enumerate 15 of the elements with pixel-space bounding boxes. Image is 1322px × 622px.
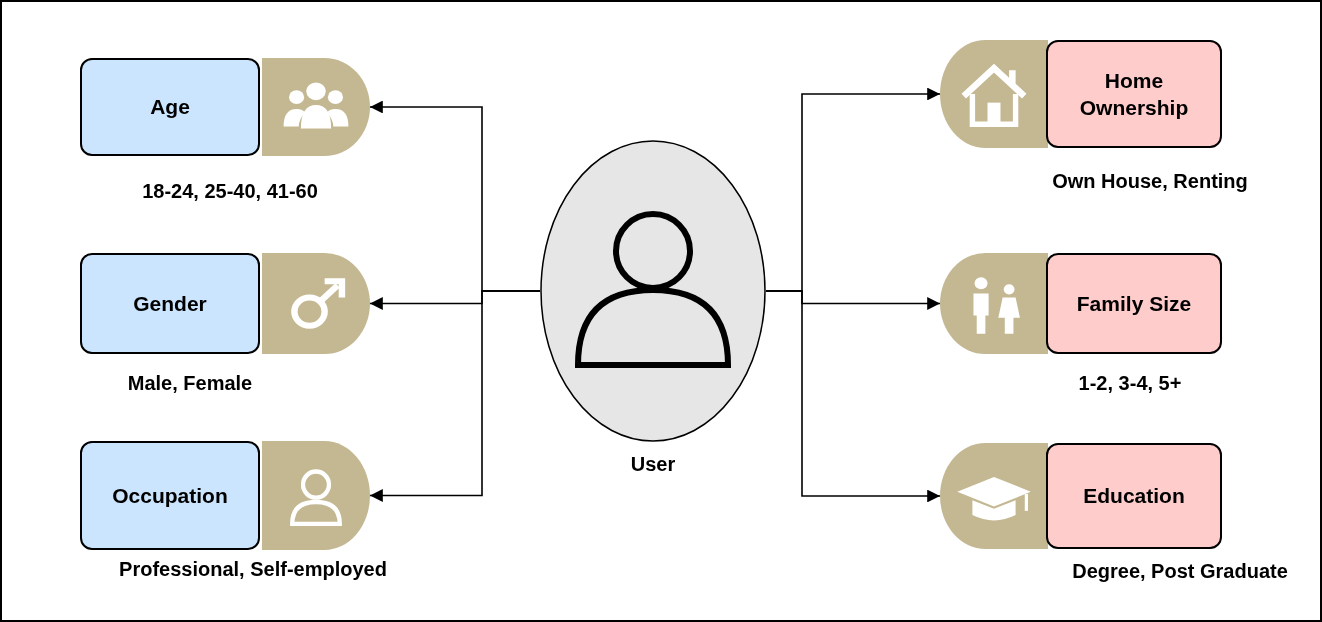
arrow [369,290,541,502]
attribute-values: Professional, Self-employed [119,558,387,581]
category-box: Age [80,58,260,156]
attribute-values: Male, Female [127,372,253,395]
attribute-values: 1-2, 3-4, 5+ [1078,372,1182,395]
category-box: Occupation [80,441,260,550]
arrow [765,290,941,503]
category-box: Education [1046,443,1222,549]
node-label: User [629,453,677,476]
attribute-values: Own House, Renting [1052,170,1248,193]
attribute-values: 18-24, 25-40, 41-60 [142,180,318,203]
category-box: Family Size [1046,253,1222,354]
attribute-values: Degree, Post Graduate [1072,560,1288,583]
category-box: Gender [80,253,260,354]
category-box: Home Ownership [1046,40,1222,148]
